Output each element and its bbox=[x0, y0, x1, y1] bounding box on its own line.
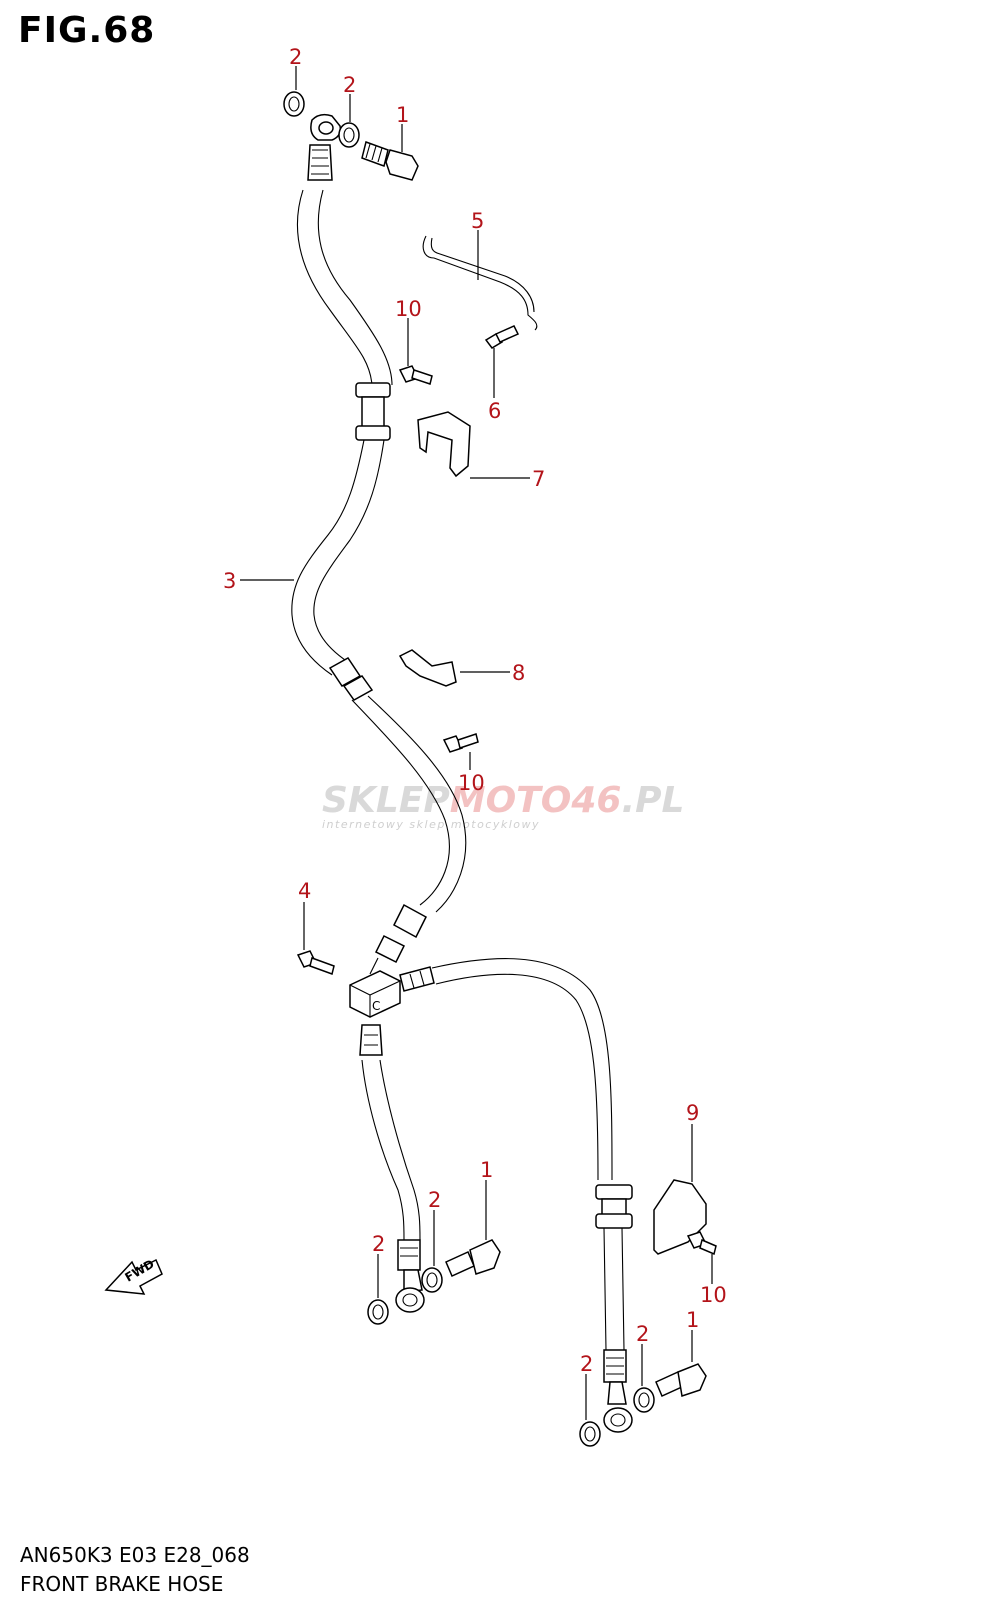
washer-top-2 bbox=[338, 122, 360, 148]
callout-3: 3 bbox=[223, 569, 236, 593]
callout-6: 6 bbox=[488, 399, 501, 423]
washer-right-2 bbox=[633, 1387, 655, 1413]
washer-left-1 bbox=[367, 1299, 389, 1325]
callout-9: 9 bbox=[686, 1101, 699, 1125]
watermark: SKLEPMOTO46.PL internetowy sklep motocyk… bbox=[322, 780, 684, 831]
callout-numbers: 2 2 1 5 10 6 7 3 8 10 4 9 1 2 2 10 1 2 2 bbox=[223, 45, 727, 1376]
svg-text:C: C bbox=[372, 999, 380, 1013]
hose-junction-block: C bbox=[349, 970, 401, 1018]
callout-10: 10 bbox=[458, 771, 485, 795]
washer-top-1 bbox=[283, 91, 305, 117]
svg-text:SKLEPMOTO46.PL: SKLEPMOTO46.PL bbox=[322, 780, 684, 821]
callout-10: 10 bbox=[700, 1283, 727, 1307]
callout-2: 2 bbox=[343, 73, 356, 97]
figure-title: FIG.68 bbox=[18, 10, 156, 51]
watermark-text-c: 46 bbox=[570, 780, 621, 821]
callout-7: 7 bbox=[532, 467, 545, 491]
watermark-tagline: internetowy sklep motocyklowy bbox=[322, 818, 540, 831]
callout-2: 2 bbox=[636, 1322, 649, 1346]
bolt-10-lower bbox=[686, 1231, 717, 1256]
banjo-bolt-top bbox=[361, 141, 419, 181]
wire-clamp-5 bbox=[422, 235, 538, 331]
callout-2: 2 bbox=[428, 1188, 441, 1212]
bolt-10-upper bbox=[398, 365, 433, 385]
left-lower-brake-hose bbox=[359, 1024, 425, 1313]
left-banjo-fitting bbox=[395, 1287, 425, 1313]
callout-2: 2 bbox=[289, 45, 302, 69]
hose-grommet-right bbox=[595, 1184, 633, 1200]
callout-1: 1 bbox=[686, 1308, 699, 1332]
watermark-text-d: .PL bbox=[621, 780, 684, 821]
callout-4: 4 bbox=[298, 879, 311, 903]
washer-right-1 bbox=[579, 1421, 601, 1447]
leader-lines bbox=[240, 66, 713, 1420]
figure-description: FRONT BRAKE HOSE bbox=[20, 1572, 224, 1596]
watermark-text-a: SKLEP bbox=[322, 780, 450, 821]
model-code: AN650K3 E03 E28_068 bbox=[20, 1543, 250, 1567]
right-lower-brake-hose bbox=[399, 958, 633, 1433]
banjo-bolt-right bbox=[655, 1363, 707, 1397]
washer-left-2 bbox=[421, 1267, 443, 1293]
bolt-6 bbox=[484, 325, 520, 349]
upper-hose-end-fitting bbox=[307, 144, 333, 181]
right-banjo-fitting bbox=[603, 1407, 633, 1433]
callout-2: 2 bbox=[372, 1232, 385, 1256]
upper-brake-hose bbox=[291, 113, 467, 975]
callout-8: 8 bbox=[512, 661, 525, 685]
hose-grommet-upper bbox=[355, 382, 391, 398]
callout-10: 10 bbox=[395, 297, 422, 321]
callout-5: 5 bbox=[471, 209, 484, 233]
bolt-10-middle bbox=[442, 733, 479, 753]
bolt-4 bbox=[296, 950, 335, 975]
callout-2: 2 bbox=[580, 1352, 593, 1376]
bracket-8 bbox=[398, 649, 457, 687]
watermark-text-b: MOTO bbox=[450, 780, 572, 821]
callout-1: 1 bbox=[480, 1158, 493, 1182]
callout-1: 1 bbox=[396, 103, 409, 127]
banjo-bolt-left bbox=[445, 1239, 501, 1277]
bracket-7 bbox=[417, 411, 471, 478]
forward-direction-arrow: FWD bbox=[104, 1257, 163, 1295]
